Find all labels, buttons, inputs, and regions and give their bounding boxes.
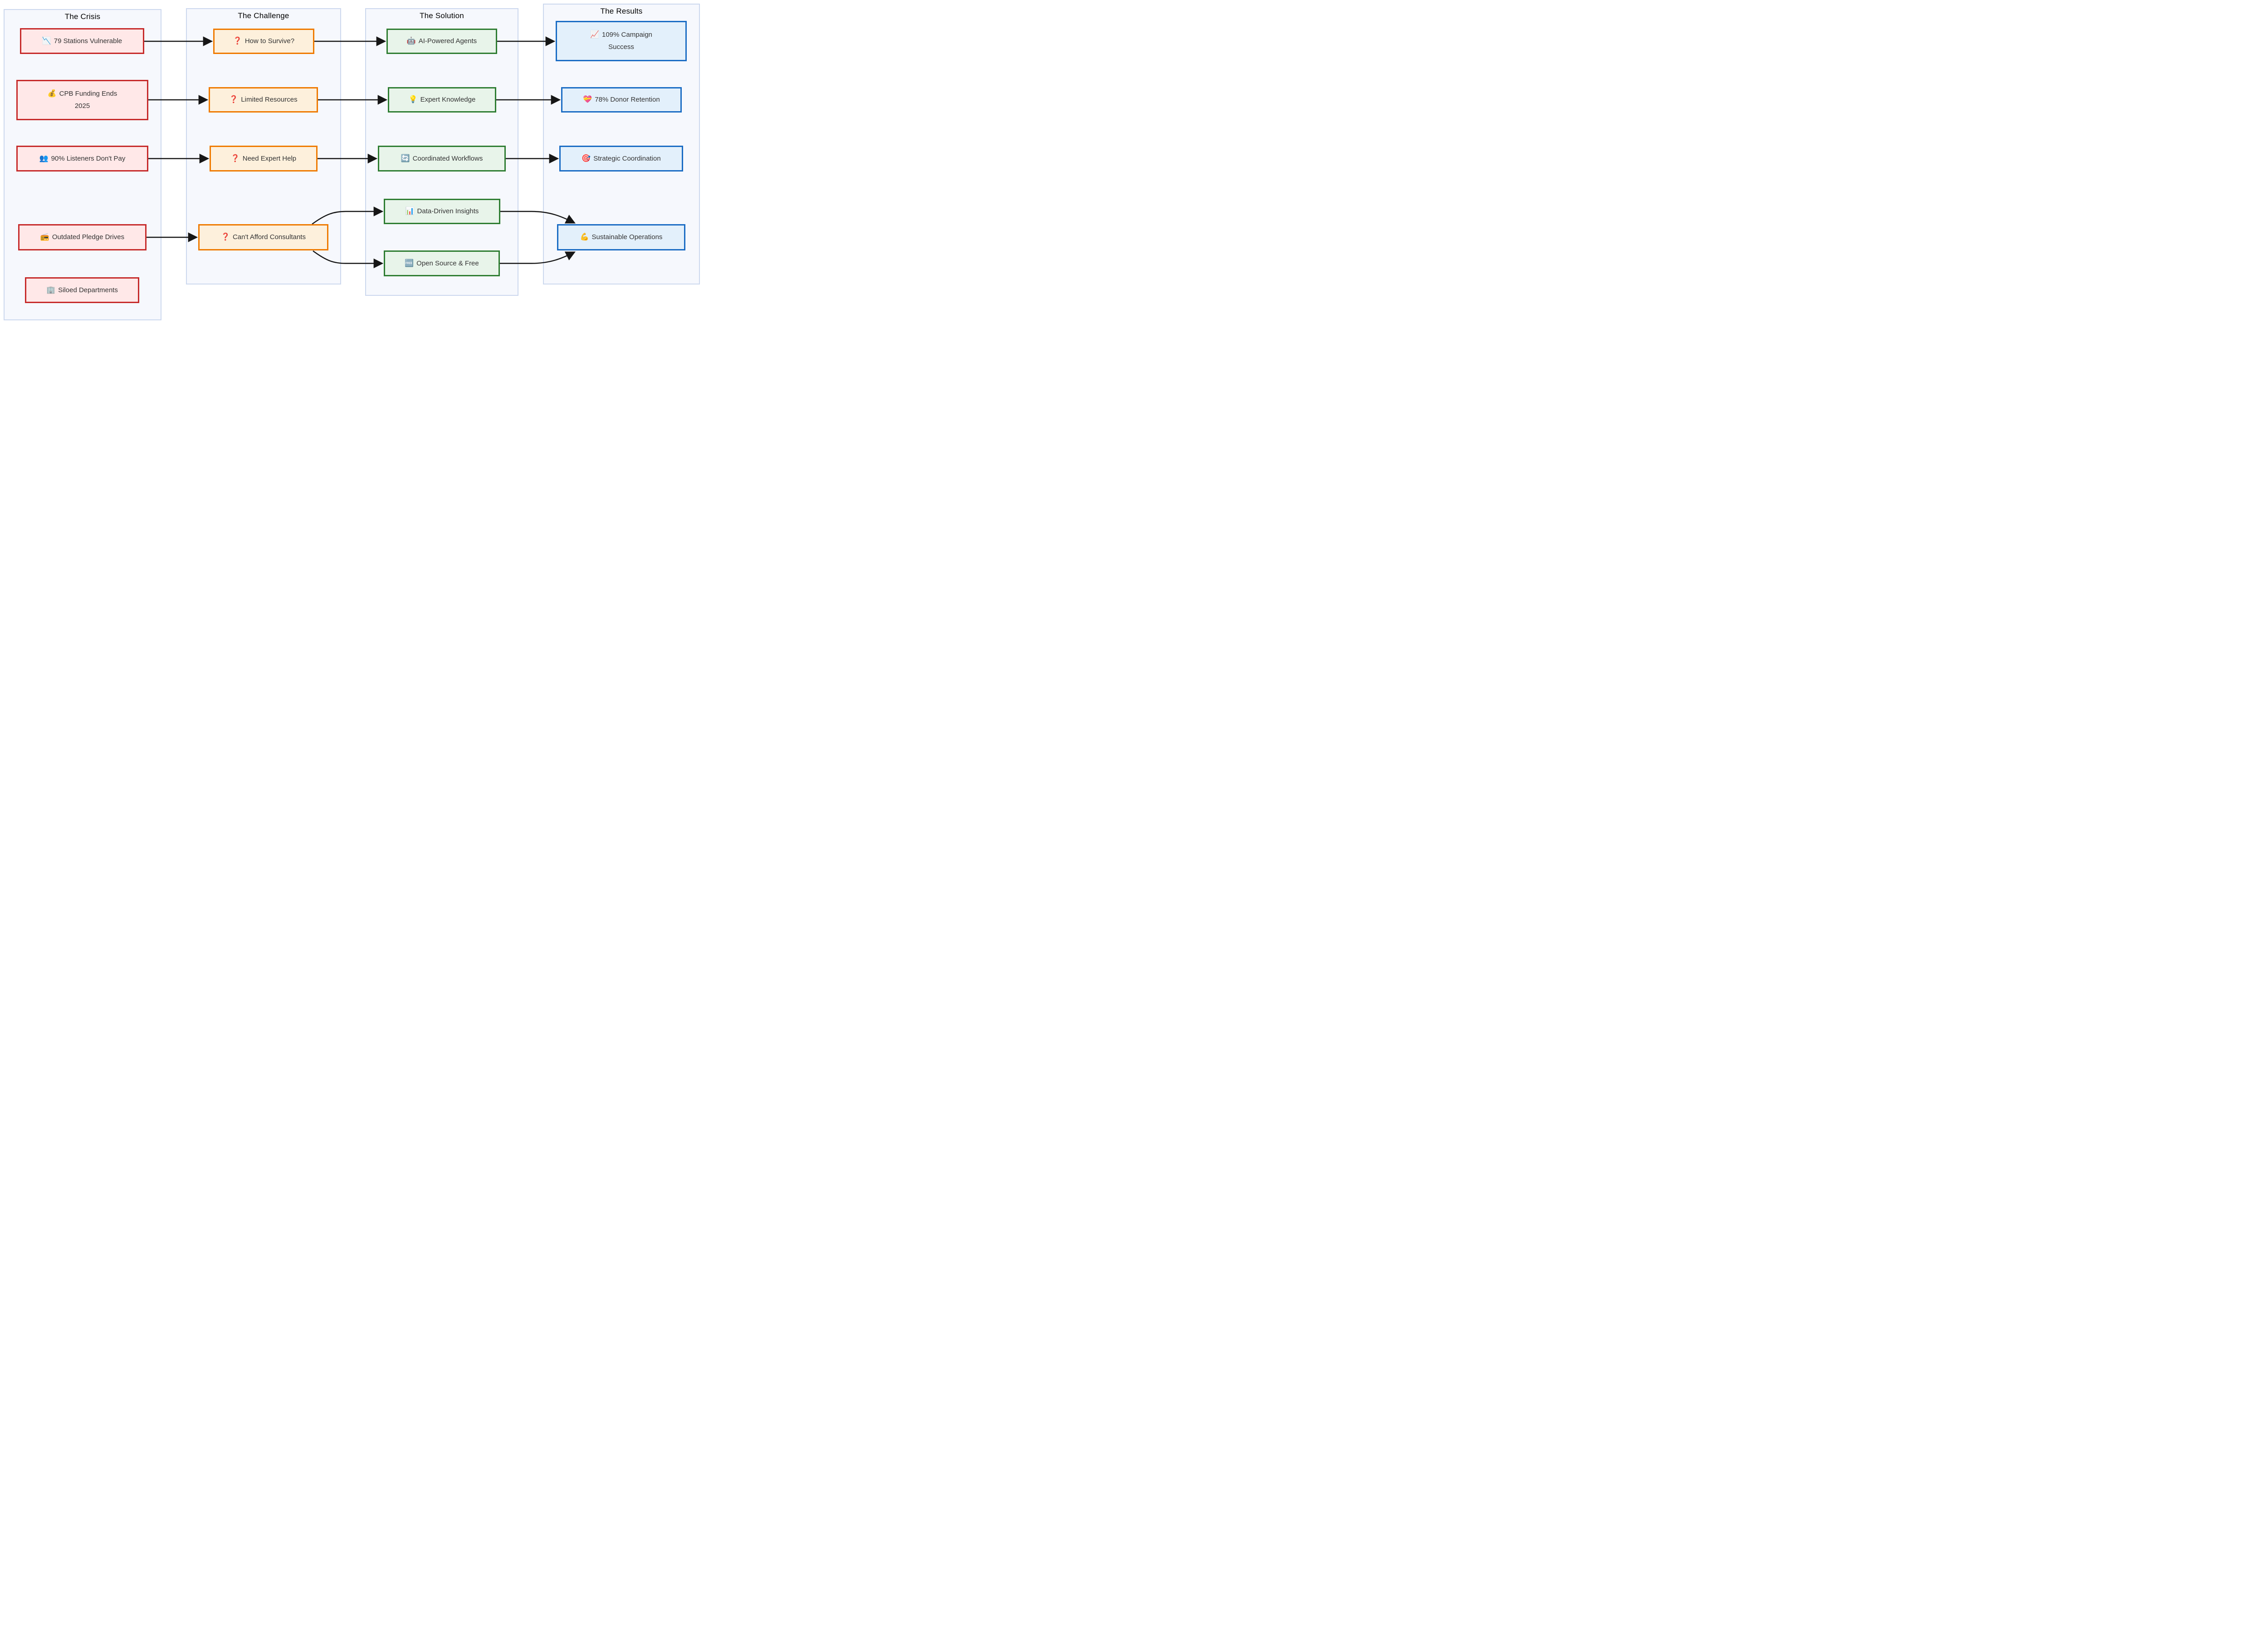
node-label: How to Survive?	[244, 37, 295, 45]
heart-with-ribbon-icon: 💝	[583, 96, 592, 103]
question-mark-icon: ❓	[221, 233, 230, 241]
node-label: Outdated Pledge Drives	[52, 233, 125, 241]
robot-icon: 🤖	[406, 37, 416, 45]
node-label: Limited Resources	[241, 96, 298, 103]
direct-hit-icon: 🎯	[582, 154, 591, 162]
flowchart-canvas: The Crisis The Challenge The Solution Th…	[0, 0, 711, 329]
node-how-to-survive: ❓How to Survive?	[213, 29, 314, 54]
light-bulb-icon: 💡	[408, 96, 418, 103]
node-label: AI-Powered Agents	[418, 37, 477, 45]
column-title-crisis: The Crisis	[64, 12, 101, 21]
node-78-donor-retention: 💝78% Donor Retention	[561, 87, 682, 113]
node-cpb-funding-ends-2025: 💰CPB Funding Ends 2025	[16, 80, 148, 120]
flexed-biceps-icon: 💪	[580, 233, 589, 241]
bar-chart-icon: 📊	[405, 207, 415, 215]
question-mark-icon: ❓	[229, 96, 239, 103]
node-sustainable-operations: 💪Sustainable Operations	[557, 224, 685, 250]
node-outdated-pledge-drives: 📻Outdated Pledge Drives	[18, 224, 147, 250]
node-label: Siloed Departments	[58, 286, 118, 294]
node-label: 90% Listeners Don't Pay	[51, 154, 126, 162]
node-label: Need Expert Help	[242, 154, 297, 162]
node-label: Data-Driven Insights	[417, 207, 479, 215]
node-109-campaign-success: 📈109% Campaign Success	[556, 21, 687, 61]
free-button-icon: 🆓	[405, 259, 414, 267]
counterclockwise-arrows-icon: 🔄	[401, 154, 410, 162]
node-coordinated-workflows: 🔄Coordinated Workflows	[378, 146, 506, 172]
node-label: 79 Stations Vulnerable	[54, 37, 122, 45]
node-open-source-free: 🆓Open Source & Free	[384, 250, 500, 276]
office-building-icon: 🏢	[46, 286, 56, 294]
node-label: Strategic Coordination	[593, 154, 661, 162]
node-label: 78% Donor Retention	[595, 96, 660, 103]
node-label: 109% Campaign Success	[602, 31, 652, 51]
chart-decreasing-icon: 📉	[42, 37, 51, 45]
question-mark-icon: ❓	[230, 154, 240, 162]
node-strategic-coordination: 🎯Strategic Coordination	[559, 146, 683, 172]
column-title-challenge: The Challenge	[238, 11, 289, 20]
node-cant-afford-consultants: ❓Can't Afford Consultants	[198, 224, 328, 250]
node-label: Expert Knowledge	[420, 96, 476, 103]
node-label: Sustainable Operations	[591, 233, 663, 241]
node-label: Coordinated Workflows	[412, 154, 483, 162]
column-title-results: The Results	[600, 7, 643, 15]
node-siloed-departments: 🏢Siloed Departments	[25, 277, 139, 303]
chart-increasing-icon: 📈	[590, 31, 599, 39]
money-bag-icon: 💰	[47, 90, 57, 98]
node-limited-resources: ❓Limited Resources	[209, 87, 318, 113]
node-expert-knowledge: 💡Expert Knowledge	[388, 87, 496, 113]
busts-in-silhouette-icon: 👥	[39, 154, 49, 162]
node-need-expert-help: ❓Need Expert Help	[210, 146, 318, 172]
node-label: Open Source & Free	[416, 259, 479, 267]
node-label: CPB Funding Ends 2025	[59, 90, 117, 110]
question-mark-icon: ❓	[233, 37, 242, 45]
radio-icon: 📻	[40, 233, 49, 241]
node-ai-powered-agents: 🤖AI-Powered Agents	[386, 29, 497, 54]
node-79-stations-vulnerable: 📉79 Stations Vulnerable	[20, 28, 144, 54]
node-label: Can't Afford Consultants	[232, 233, 306, 241]
column-title-solution: The Solution	[420, 11, 464, 20]
node-data-driven-insights: 📊Data-Driven Insights	[384, 199, 500, 224]
node-90-percent-listeners-dont-pay: 👥90% Listeners Don't Pay	[16, 146, 148, 172]
